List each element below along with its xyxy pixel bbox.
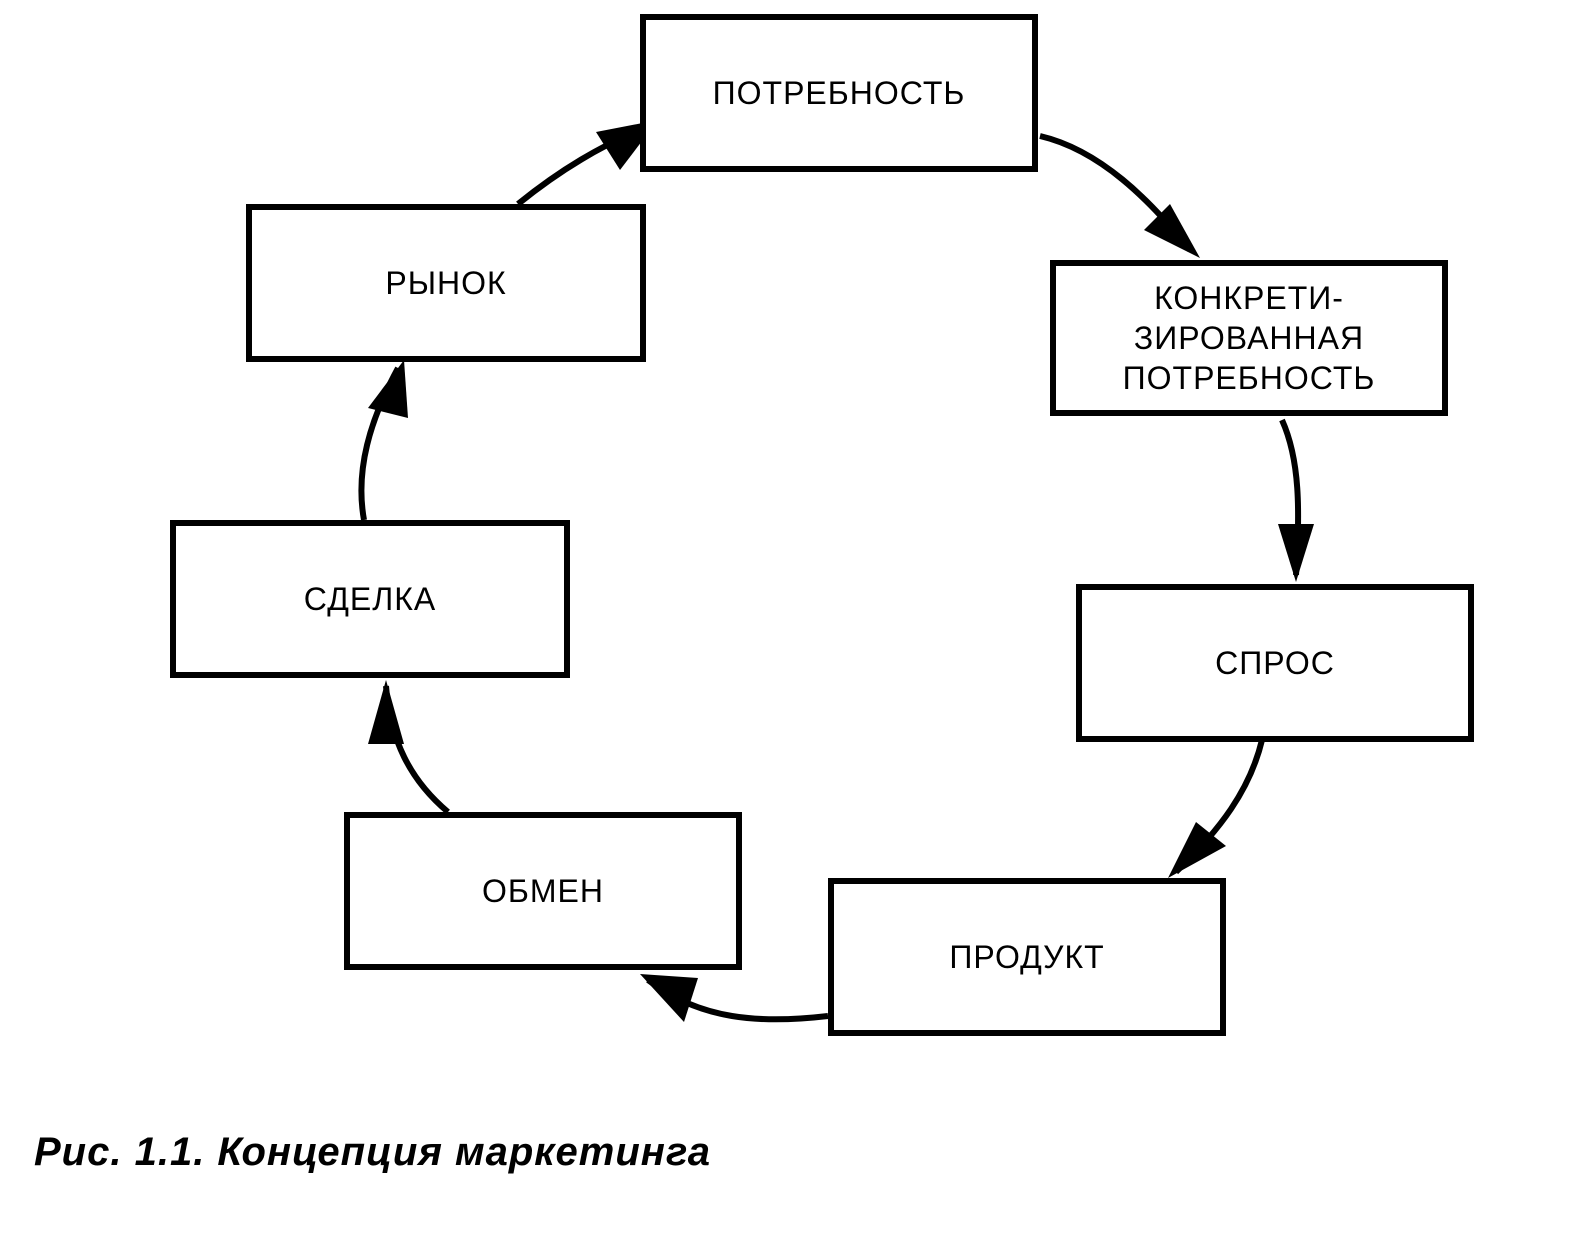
node-label: СПРОС — [1215, 645, 1335, 681]
arrowhead-icon — [640, 974, 698, 1022]
node-deal: СДЕЛКА — [170, 520, 570, 678]
arrowhead-icon — [1144, 204, 1200, 258]
arrowhead-icon — [368, 360, 408, 418]
node-exchange: ОБМЕН — [344, 812, 742, 970]
node-label: КОНКРЕТИ- ЗИРОВАННАЯ ПОТРЕБНОСТЬ — [1122, 280, 1376, 396]
node-demand: СПРОС — [1076, 584, 1474, 742]
node-label: ОБМЕН — [482, 873, 604, 909]
arrowhead-icon — [1278, 524, 1314, 582]
arrow-exchange-to-deal — [383, 685, 450, 815]
node-need: ПОТРЕБНОСТЬ — [640, 14, 1038, 172]
node-specified-need: КОНКРЕТИ- ЗИРОВАННАЯ ПОТРЕБНОСТЬ — [1050, 260, 1448, 416]
arrowhead-icon — [368, 680, 404, 744]
node-label: ПОТРЕБНОСТЬ — [712, 75, 966, 111]
node-product: ПРОДУКТ — [828, 878, 1226, 1036]
node-label: РЫНОК — [385, 265, 507, 301]
node-market: РЫНОК — [246, 204, 646, 362]
arrowhead-icon — [1168, 822, 1226, 878]
node-label: СДЕЛКА — [303, 581, 437, 617]
node-label: ПРОДУКТ — [949, 939, 1105, 975]
figure-caption: Рис. 1.1. Концепция маркетинга — [34, 1130, 712, 1174]
